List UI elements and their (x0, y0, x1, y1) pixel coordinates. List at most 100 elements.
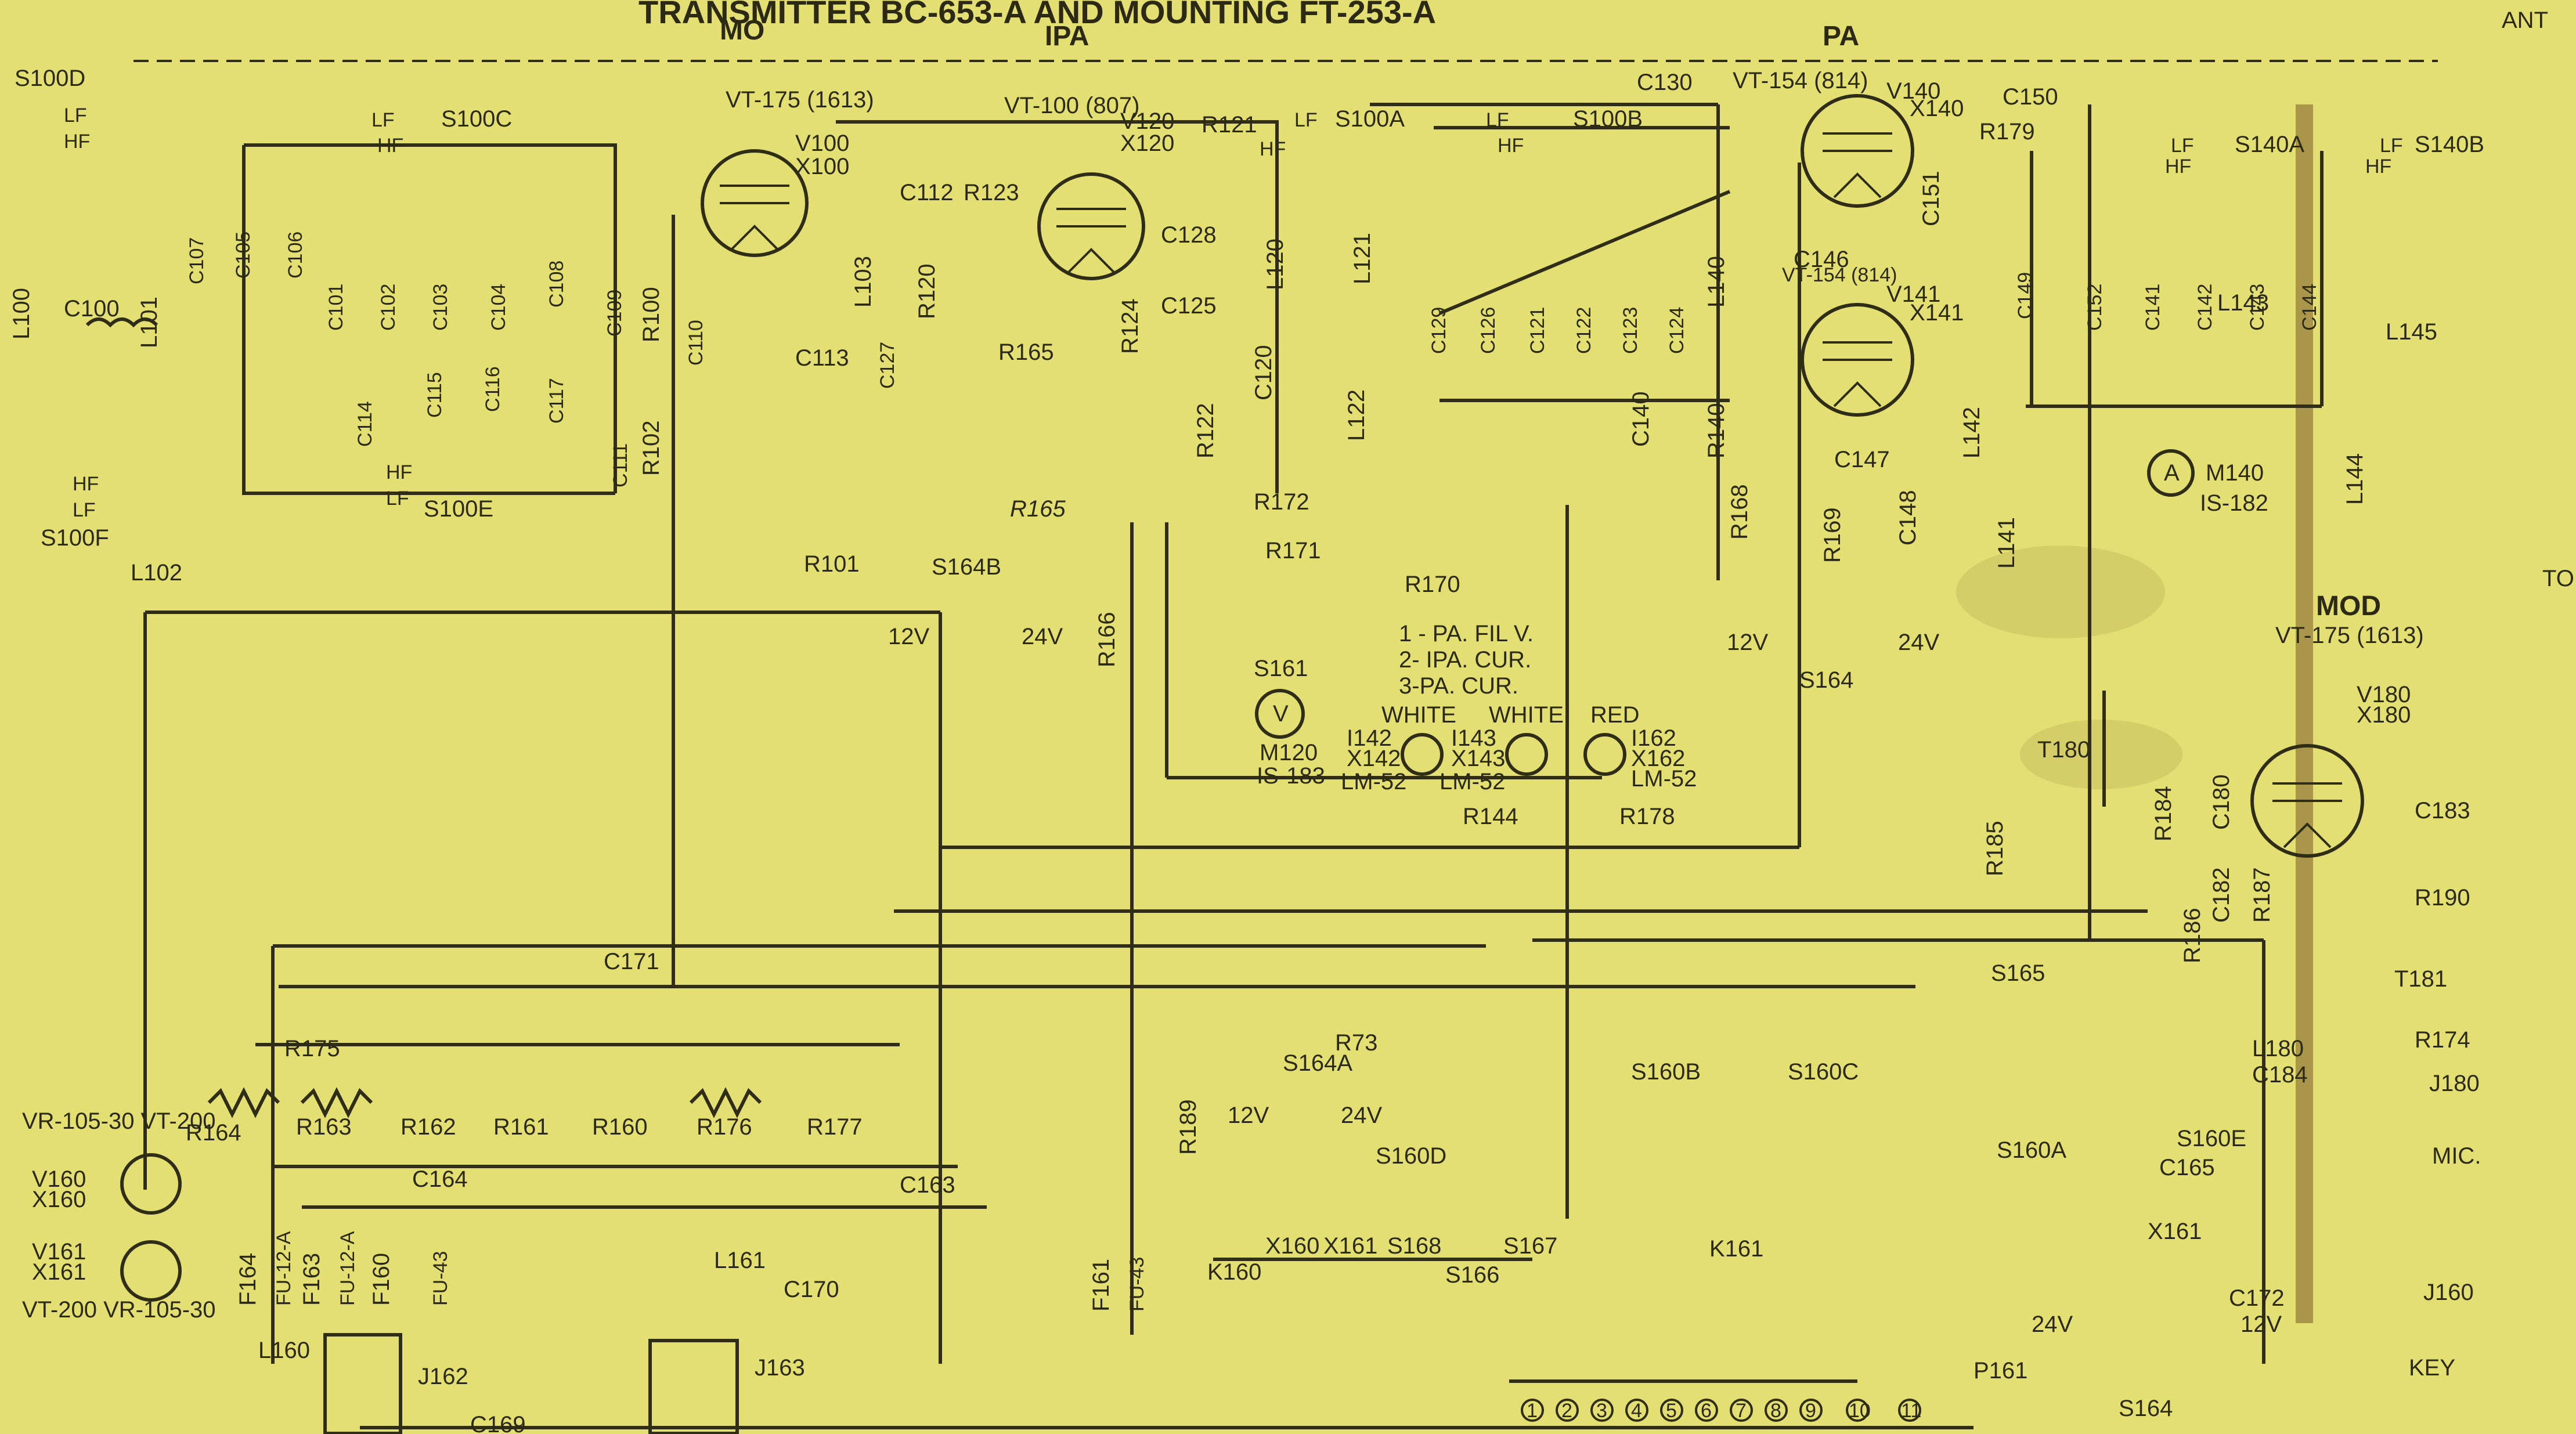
tube-v120-ref: V120 (1120, 109, 1174, 134)
cap-c164: C164 (412, 1166, 468, 1192)
to-receiver-label: TO REC (2542, 566, 2576, 591)
handwritten-r165: R165 (1010, 496, 1066, 522)
lamp-i142-color: WHITE (1381, 702, 1456, 728)
cap-c169: C169 (470, 1412, 526, 1434)
res-r176: R176 (697, 1114, 752, 1140)
tube-v120-socket: X120 (1120, 131, 1174, 156)
s140b-lf: LF (2380, 135, 2403, 157)
tube-v141-type: VT-154 (814) (1782, 264, 1897, 286)
res-r189: R185 (1982, 821, 2008, 876)
lamp-i142-ref: I142 (1347, 725, 1392, 751)
mic-label: MIC. (2432, 1143, 2481, 1169)
relay-k161: K161 (1709, 1236, 1763, 1262)
tube-v160-type: VR-105-30 VT-200 (22, 1108, 216, 1134)
cap-c123: C123 (1619, 307, 1641, 354)
cap-c115: C115 (424, 372, 446, 418)
jack-j162-outline (323, 1333, 402, 1434)
cap-c151: C151 (1918, 171, 1944, 226)
res-r164: R164 (186, 1120, 241, 1146)
cap-c128: C128 (1161, 222, 1217, 248)
inductor-l145: L145 (2386, 319, 2437, 345)
fuse-f163: F163 (299, 1253, 324, 1306)
tube-v180 (2250, 744, 2364, 858)
cap-c109: C109 (604, 290, 626, 337)
switch-s164: S164 (1799, 667, 1853, 693)
res-r166: R166 (1094, 612, 1120, 667)
tube-v140-socket: X140 (1910, 96, 1964, 121)
cap-c163: C163 (900, 1172, 955, 1198)
res-r121: R121 (1202, 112, 1257, 138)
cap-c126: C126 (1477, 307, 1499, 354)
switch-s165: S165 (1991, 960, 2045, 986)
meter-control: S164B 12V 24V S161 V M120 IS-183 1 - PA.… (888, 554, 1939, 829)
cap-c127: C127 (876, 342, 899, 389)
switch-s160e: S160E (2177, 1126, 2246, 1151)
diagram-title: TRANSMITTER BC-653-A AND MOUNTING FT-253… (638, 0, 1436, 30)
band-labels: LF HF LF HF HF LF HF LF LF HF LF HF LF H… (64, 104, 2403, 521)
tube-v180-type: VT-175 (1613) (2275, 623, 2424, 648)
switch-bank: R73 R189 S164A 12V 24V S160D S160B S160C… (1175, 960, 2474, 1421)
jack-j162: J162 (418, 1364, 468, 1389)
meter-m140-ref: M140 (2206, 460, 2264, 486)
switch-s164b: S164B (932, 554, 1001, 580)
s100f-hf: HF (73, 473, 99, 495)
inductor-l102: L102 (131, 560, 182, 586)
meter-legend-1: 1 - PA. FIL V. (1399, 621, 1534, 646)
meter-legend-2: 2- IPA. CUR. (1399, 647, 1531, 673)
cap-c125: C125 (1161, 293, 1217, 319)
voltage-24v: 24V (1022, 624, 1063, 649)
res-r186: R187 (2249, 867, 2275, 923)
switch-s168: S168 (1387, 1233, 1441, 1259)
modulator-section: VT-175 (1613) V180 X180 T180 R185 R184 R… (1982, 623, 2481, 1169)
cap-c117: C117 (546, 378, 568, 424)
s100a-lf: LF (1294, 109, 1318, 131)
res-r73: R189 (1175, 1099, 1201, 1155)
inductor-l142: L142 (1959, 407, 1985, 458)
plug-pins: 1 2 3 4 5 6 7 8 9 10 11 (1521, 1399, 1921, 1422)
cap-c120: C120 (1251, 345, 1276, 400)
tube-v161-socket: X161 (32, 1259, 86, 1285)
lamp-i162 (1583, 733, 1626, 776)
pa-switch-24v: 24V (1898, 630, 1939, 655)
cap-c143: C143 (2246, 284, 2268, 331)
res-r122: R122 (1193, 403, 1218, 458)
switch-s100a: S100A (1335, 106, 1405, 132)
inductor-l121: L121 (1350, 233, 1375, 284)
inductor-l160: L160 (258, 1338, 310, 1363)
cap-c111: C111 (609, 443, 632, 487)
tube-v140-type: VT-154 (814) (1733, 68, 1868, 93)
lamp-i142-type: LM-52 (1341, 769, 1406, 794)
power-section: C171 R175 R164 R163 R162 R161 R160 R176 … (22, 949, 1148, 1434)
res-r172: R172 (1254, 489, 1309, 515)
tube-v120-type: VT-100 (807) (1004, 93, 1139, 118)
key-label: KEY (2409, 1355, 2455, 1381)
tube-v160-ref: V160 (32, 1166, 86, 1192)
plug-pin-7: 7 (1736, 1400, 1747, 1422)
switch-s100d: S100D (15, 66, 85, 91)
res-r165: R165 (998, 339, 1054, 365)
switch-s160b: S160B (1631, 1059, 1701, 1085)
inductor-l122: L122 (1344, 389, 1369, 441)
rust-stain (2296, 104, 2313, 1323)
res-r163: R163 (296, 1114, 352, 1140)
inductor-l101: L101 (136, 297, 162, 348)
lamp-i162-socket: X162 (1631, 746, 1685, 771)
fuse-f163-type: FU-12-A (337, 1231, 359, 1306)
tube-v160 (120, 1153, 182, 1215)
lamp-i143 (1505, 733, 1548, 776)
relay-k160-socket: X160 (1265, 1233, 1319, 1259)
cap-c113: C113 (795, 345, 849, 371)
voltage-12v: 12V (888, 624, 929, 649)
cap-c170: C170 (784, 1277, 839, 1302)
plug-pin-11: 11 (1901, 1400, 1921, 1422)
x161-12v: 12V (2241, 1312, 2282, 1337)
meter-m120-symbol: V (1273, 701, 1289, 727)
s100b-hf: HF (1498, 135, 1524, 157)
s164a-12v: 12V (1228, 1103, 1269, 1128)
cap-c112: C112 (900, 180, 954, 205)
res-r184: R186 (2180, 908, 2205, 963)
meter-m140-symbol: A (2164, 460, 2180, 486)
pa-section: VT-154 (814) V140 X140 VT-154 (814) V141… (1628, 68, 2576, 591)
cap-c152: C152 (2084, 284, 2106, 331)
plug-pin-10: 10 (1849, 1400, 1871, 1422)
